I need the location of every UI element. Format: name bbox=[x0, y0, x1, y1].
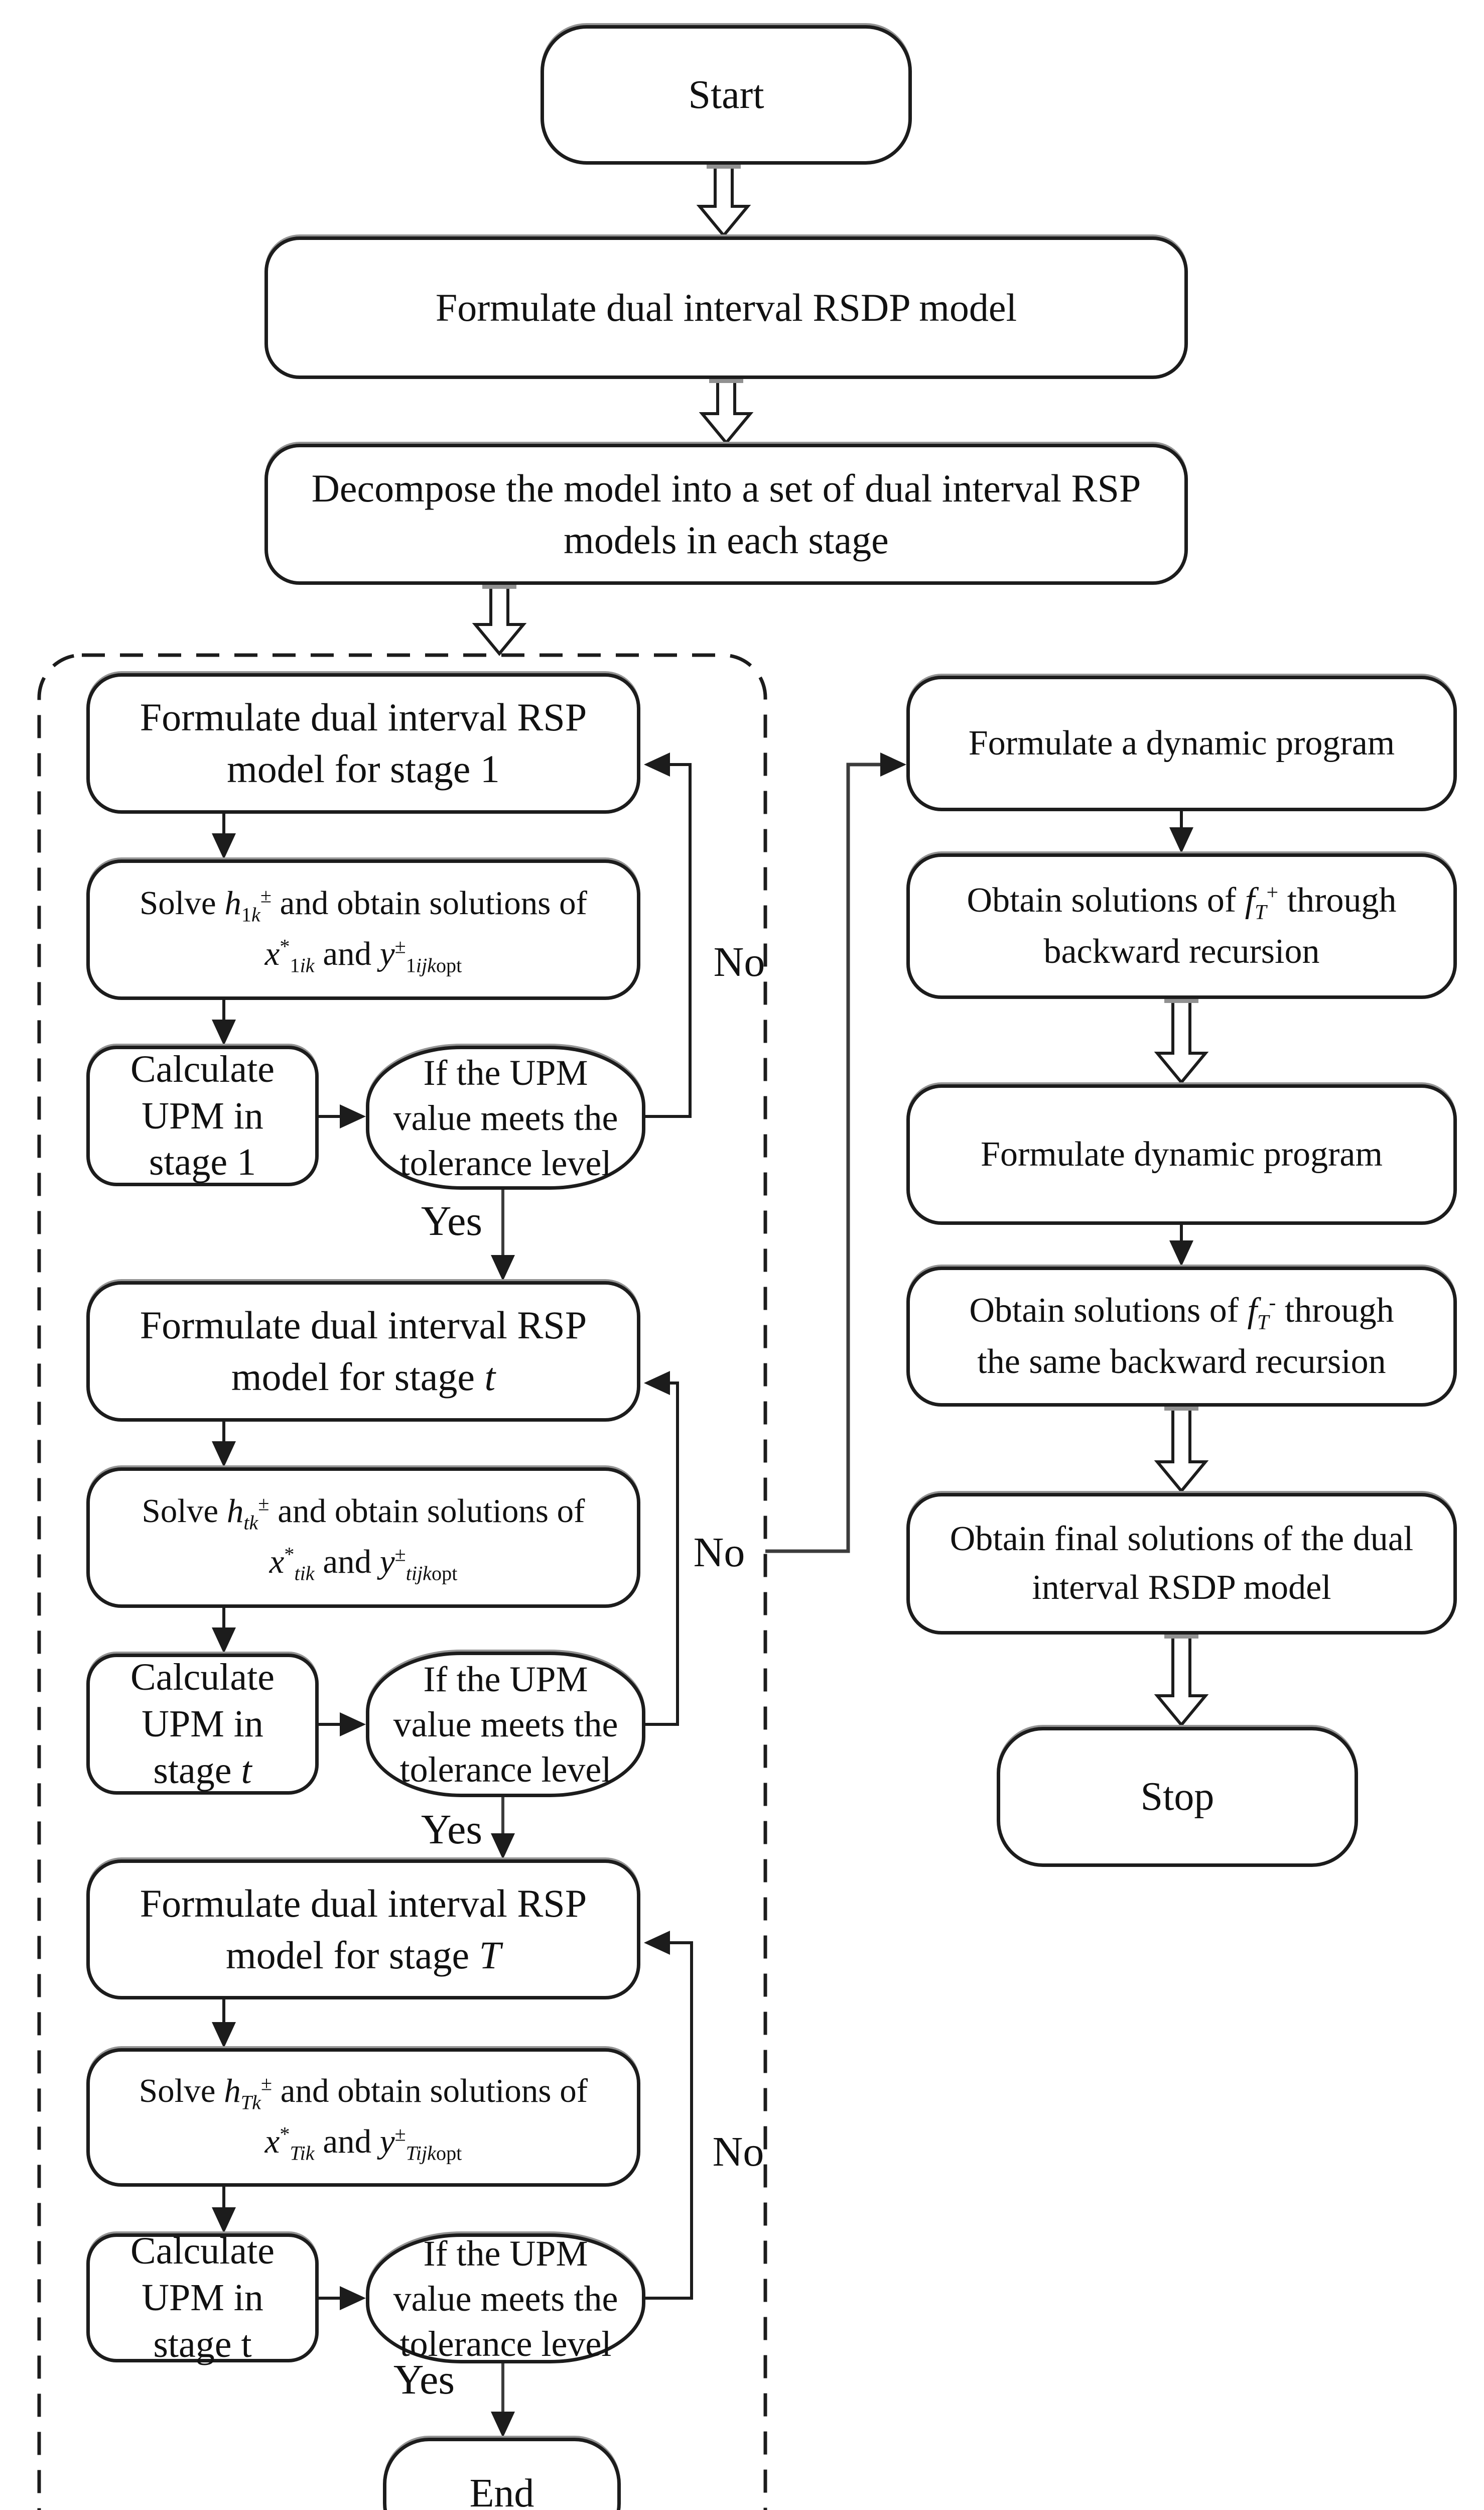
arrow-final-to-stop bbox=[1154, 1635, 1209, 1727]
arrow-decompose-to-loop bbox=[472, 585, 527, 656]
arrow-fminus-to-final bbox=[1154, 1407, 1209, 1493]
no-loop-staget-head bbox=[644, 1371, 670, 1395]
stage1-no-label: No bbox=[713, 939, 765, 985]
formulate-dynamic-program-box: Formulate a dynamic program bbox=[906, 676, 1457, 811]
arrow-staget-calc-to-decision-head bbox=[340, 1712, 366, 1736]
yes-arrow-stageT-head bbox=[491, 2412, 515, 2438]
staget-no-label: No bbox=[693, 1529, 745, 1576]
no-loop-stage1-head bbox=[644, 752, 670, 777]
no-loop-staget bbox=[645, 1382, 679, 1726]
arrow-rsdp-to-decompose bbox=[699, 379, 754, 445]
arrow-stage1-formulate-to-solve-head bbox=[212, 833, 236, 859]
start-box: Start bbox=[541, 25, 912, 165]
arrow-staget-solve-to-calc-head bbox=[212, 1627, 236, 1654]
no-loop-stageT bbox=[645, 1941, 693, 2300]
yes-arrow-staget-head bbox=[491, 1833, 515, 1859]
stageT-yes-label: Yes bbox=[393, 2356, 455, 2403]
no-loop-stageT-head bbox=[644, 1931, 670, 1955]
formulate-dynamic-program2-box: Formulate dynamic program bbox=[906, 1084, 1457, 1225]
staget-yes-label: Yes bbox=[421, 1806, 483, 1853]
stop-box: Stop bbox=[997, 1727, 1358, 1867]
arrow-fplus-to-dp2 bbox=[1154, 999, 1209, 1085]
yes-arrow-stage1-head bbox=[491, 1255, 515, 1281]
stage1-yes-label: Yes bbox=[421, 1198, 483, 1244]
decompose-text: Decompose the model into a set of dual i… bbox=[311, 466, 1141, 562]
end-box: End bbox=[383, 2438, 621, 2510]
stageT-no-label: No bbox=[712, 2128, 764, 2175]
arrow-stageT-formulate-to-solve-head bbox=[212, 2022, 236, 2048]
arrow-dp2-to-fminus-head bbox=[1169, 1240, 1193, 1267]
formulate-rsdp-box: Formulate dual interval RSDP model bbox=[264, 236, 1188, 379]
feed-connector-loop-to-dp-head bbox=[880, 752, 906, 777]
arrow-stageT-solve-to-calc-head bbox=[212, 2207, 236, 2233]
arrow-stageT-calc-to-decision-head bbox=[340, 2286, 366, 2310]
arrow-stage1-calc-to-decision-head bbox=[340, 1104, 366, 1128]
arrow-stage1-solve-to-calc-head bbox=[212, 1020, 236, 1046]
arrow-staget-formulate-to-solve-head bbox=[212, 1441, 236, 1467]
decompose-box: Decompose the model into a set of dual i… bbox=[264, 444, 1188, 585]
arrow-start-to-rsdp bbox=[696, 165, 751, 238]
feed-connector-loop-to-dp bbox=[765, 763, 882, 1553]
no-loop-stage1 bbox=[645, 763, 692, 1118]
arrow-dp-to-fplus-head bbox=[1169, 827, 1193, 853]
iteration-dashed-boundary bbox=[37, 653, 767, 2510]
